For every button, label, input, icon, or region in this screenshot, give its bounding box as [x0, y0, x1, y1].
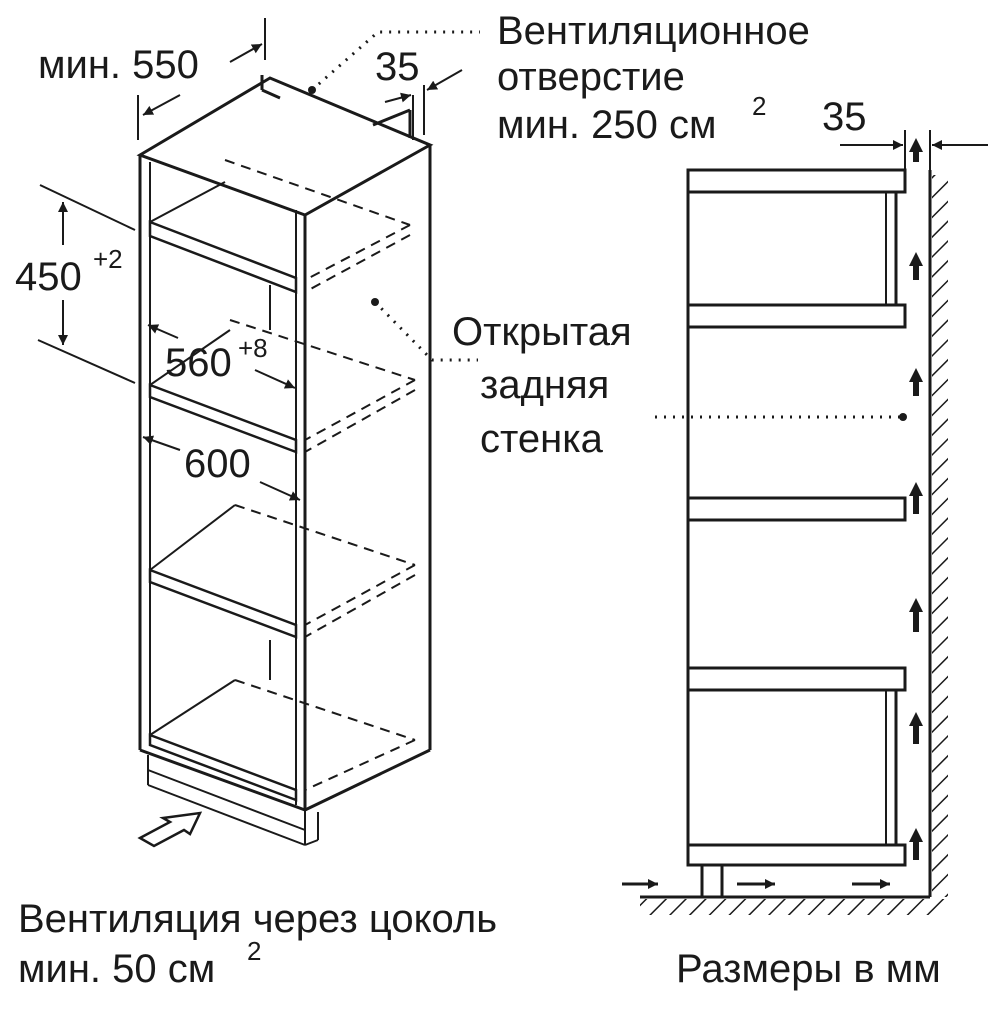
units-note: Размеры в мм: [676, 947, 941, 991]
plinth-line1: Вентиляция через цоколь: [18, 897, 497, 941]
height-label: 450: [15, 255, 82, 299]
open-line1: Открытая: [452, 310, 632, 354]
open-line2: задняя: [480, 363, 609, 407]
dimension-top-gap: 35: [375, 45, 463, 140]
depth-label: мин. 550: [38, 43, 199, 87]
plinth-sup: 2: [247, 936, 261, 966]
dimension-outer-width: 600: [142, 435, 301, 501]
wall-hatch: [932, 175, 948, 897]
inner-width-tolerance: +8: [238, 333, 268, 363]
inner-width-label: 560: [165, 341, 232, 385]
vent-line1: Вентиляционное: [497, 9, 810, 53]
dimension-depth: мин. 550: [38, 18, 266, 140]
height-tolerance: +2: [93, 244, 123, 274]
dimension-inner-width: 560 +8: [147, 324, 296, 389]
airflow-arrow-icon: [909, 138, 923, 860]
top-gap-label: 35: [375, 45, 420, 89]
vent-line2: отверстие: [497, 55, 685, 99]
vent-line3: мин. 250 см: [497, 103, 717, 147]
open-back-callout: Открытая задняя стенка: [371, 298, 907, 461]
vent-sup: 2: [752, 91, 766, 121]
vent-callout: Вентиляционное отверстие мин. 250 см 2: [308, 9, 810, 147]
open-line3: стенка: [480, 417, 604, 461]
plinth-airflow-arrow-icon: [137, 811, 203, 848]
cabinet-top: [136, 76, 434, 217]
plinth-line2: мин. 50 см: [18, 947, 215, 991]
cabinet-isometric: [136, 75, 434, 846]
side-section: 35: [622, 95, 988, 915]
dimension-height: 450 +2: [15, 184, 136, 384]
side-gap-label: 35: [822, 95, 867, 139]
floor-hatch: [640, 899, 946, 915]
outer-width-label: 600: [184, 442, 251, 486]
